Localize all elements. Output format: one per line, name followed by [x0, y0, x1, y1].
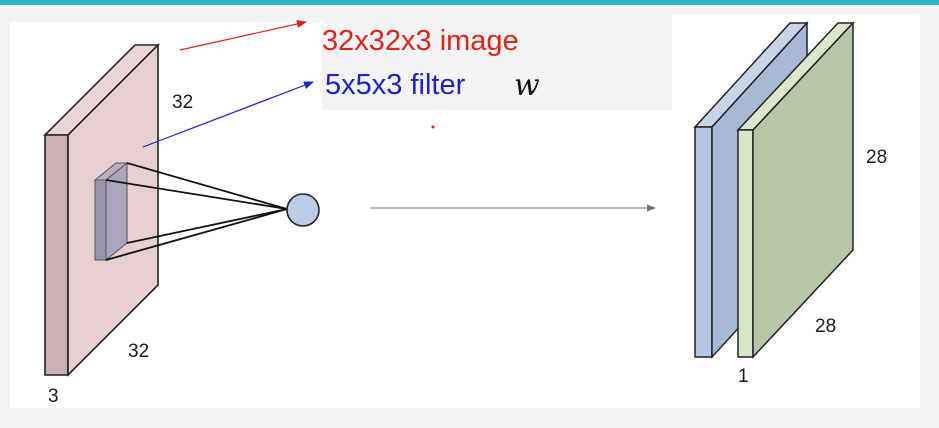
filter-connections	[105, 162, 288, 261]
neuron-node	[286, 193, 320, 227]
center-panel	[322, 110, 672, 408]
input-depth-label: 3	[48, 386, 59, 407]
activation-map-2	[736, 21, 855, 359]
output-height-label: 28	[866, 147, 887, 168]
input-height-label: 32	[172, 92, 193, 113]
output-depth-label: 1	[738, 366, 749, 387]
output-width-label: 28	[815, 316, 836, 337]
filter-side	[94, 179, 107, 261]
filter-caption: 5x5x3 filter	[325, 69, 466, 101]
input-width-label: 32	[128, 341, 149, 362]
input-volume	[43, 43, 160, 377]
filter-front	[105, 161, 128, 262]
top-accent-bar	[0, 0, 939, 5]
input-volume-side	[44, 134, 69, 376]
map2-side	[737, 129, 754, 358]
map1-side	[694, 126, 713, 358]
filter-patch	[93, 161, 129, 262]
stray-dot	[431, 125, 435, 129]
map2-front	[752, 21, 854, 359]
image-pointer-arrow	[179, 20, 307, 51]
image-caption: 32x32x3 image	[322, 25, 519, 57]
filter-symbol: w	[514, 68, 540, 103]
filter-pointer-arrow	[142, 81, 314, 148]
